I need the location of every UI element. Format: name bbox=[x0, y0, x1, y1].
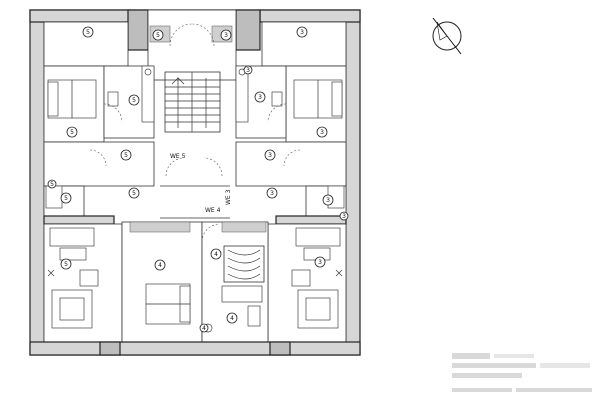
room-number: 5 bbox=[132, 97, 136, 104]
room-numbers: 5 5 5 5 5 5 5 5 5 3 3 3 3 3 3 3 3 3 3 bbox=[47, 26, 349, 333]
room-number: 5 bbox=[64, 195, 68, 202]
room-number: 5 bbox=[156, 32, 160, 39]
room-number: 3 bbox=[320, 129, 324, 136]
room-number: 4 bbox=[202, 325, 206, 332]
staircase bbox=[164, 71, 221, 133]
bottom-wall bbox=[29, 341, 361, 356]
apartment-we3 bbox=[235, 65, 347, 343]
room-number: 5 bbox=[132, 190, 136, 197]
room-number: 3 bbox=[342, 213, 346, 220]
room-number: 3 bbox=[318, 259, 322, 266]
room-number: 3 bbox=[268, 152, 272, 159]
room-number: 5 bbox=[70, 129, 74, 136]
room-number: 3 bbox=[224, 32, 228, 39]
title-block bbox=[452, 353, 592, 392]
room-number: 5 bbox=[50, 181, 54, 188]
room-number: 4 bbox=[230, 315, 234, 322]
room-number: 3 bbox=[270, 190, 274, 197]
room-number: 5 bbox=[124, 152, 128, 159]
room-number: 3 bbox=[326, 197, 330, 204]
apartment-we5 bbox=[43, 65, 155, 343]
north-arrow-icon bbox=[432, 17, 462, 55]
room-number: 4 bbox=[214, 251, 218, 258]
unit-label-we3: WE 3 bbox=[225, 189, 232, 205]
door-swings bbox=[160, 23, 230, 219]
unit-label-we5: WE 5 bbox=[170, 153, 186, 160]
room-number: 5 bbox=[64, 261, 68, 268]
room-number: 3 bbox=[300, 29, 304, 36]
room-number: 3 bbox=[258, 94, 262, 101]
room-number: 3 bbox=[246, 67, 250, 74]
room-number: 5 bbox=[86, 29, 90, 36]
room-number: 4 bbox=[158, 262, 162, 269]
unit-labels: WE 5 WE 4 WE 3 bbox=[170, 153, 232, 214]
unit-label-we4: WE 4 bbox=[205, 207, 221, 214]
apartment-we4 bbox=[121, 221, 269, 343]
